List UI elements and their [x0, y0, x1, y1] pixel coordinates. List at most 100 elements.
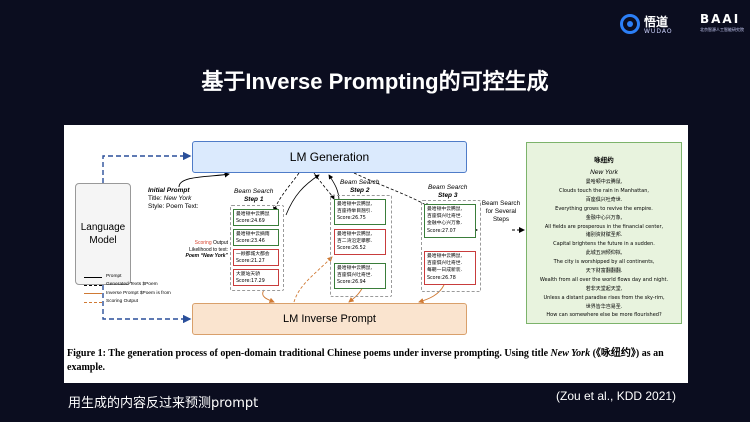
initial-prompt-title-label: Title: — [148, 195, 164, 203]
result-poem-line: Capital brightens the future in a sudden… — [553, 241, 655, 248]
legend-text-generated: Generated Texts $Poem — [106, 282, 158, 288]
legend-line-orange — [84, 293, 102, 295]
step3-to-inverse-arrow — [418, 284, 445, 304]
step3-candidate-2-line3: 每朝一日成新装. — [427, 268, 463, 274]
step2-candidate-2: 曼哈顿中云腾鼠, 百二湾沿定攀那. Score:26.52 — [334, 229, 386, 255]
initial-prompt-style: Style: Poem Text: — [148, 203, 199, 211]
step2-group — [330, 195, 392, 297]
scoring-note-line2: Likelihood to text: — [189, 246, 228, 253]
initial-prompt-heading: Initial Prompt — [148, 187, 190, 194]
caption-title: New York — [550, 348, 591, 359]
step3-candidate-1-line3: 金融中心兴万象. — [427, 221, 463, 227]
step2-candidate-2-score: Score:26.52 — [337, 246, 366, 252]
result-poem-line: 诸别资财赋圣邦. — [585, 232, 623, 239]
baai-logo-sub: 北京智源人工智能研究院 — [700, 27, 744, 32]
step2-label-line1: Beam Search — [340, 179, 380, 186]
result-poem-line: All fields are prosperous in the financi… — [544, 223, 664, 230]
step1-label-line1: Beam Search — [234, 188, 274, 195]
legend-line-orange-dashed — [84, 301, 102, 303]
lm-to-inverse-arrow — [102, 285, 192, 324]
step3-candidate-2: 曼哈顿中云腾鼠, 百座俱兴吐奇世. 每朝一日成新装. Score:26.78 — [424, 251, 476, 285]
scoring-note-rest: Output — [211, 240, 228, 246]
step1-candidate-1-score: Score:24.69 — [236, 219, 265, 225]
legend-item-inverse: Inverse Prompt $Poem is from — [84, 290, 171, 298]
language-model-box: Language Model — [75, 183, 131, 285]
beam-several-steps-label: Beam Search for Several Steps — [481, 200, 521, 224]
caption-prefix: Figure 1: The generation process of open… — [67, 348, 551, 359]
baai-logo-text: BAAI — [700, 12, 741, 26]
step1-candidate-3-text: 一顾都城大都会 — [236, 252, 270, 257]
lm-inverse-prompt-box: LM Inverse Prompt — [192, 303, 467, 335]
step1-to-gen-arrow — [285, 174, 320, 216]
result-poem-box: 咏纽约 New York 曼哈顿中云腾鼠, Clouds touch the r… — [526, 142, 682, 324]
inverse-to-step-arrow — [293, 256, 333, 303]
step3-group — [421, 200, 481, 292]
legend-text-inverse: Inverse Prompt $Poem is from — [106, 290, 171, 296]
prompt-to-generation-arrow — [178, 172, 230, 188]
result-poem-line: 世界皆华岂易圣. — [585, 303, 623, 310]
result-poem-line: 曼哈顿中云腾鼠, — [585, 179, 623, 186]
step3-candidate-1-line2: 百座俱兴吐奇世. — [427, 214, 463, 220]
caption-suffix: (《咏纽约》) as an example. — [67, 348, 664, 373]
step2-candidate-1-line1: 曼哈顿中云腾鼠, — [337, 202, 373, 207]
step1-candidate-2-text: 曼哈顿中云摘雨 — [236, 232, 270, 237]
step2-candidate-1-line2: 百座待举目翘引. — [337, 209, 373, 215]
scoring-note-line3: Poem “New York” — [185, 253, 228, 259]
step3-candidate-2-line1: 曼哈顿中云腾鼠, — [427, 254, 463, 259]
step2-label-line2: Step 2 — [349, 186, 370, 194]
result-poem-line: 此城五洲倾仰拟, — [585, 250, 623, 257]
result-poem-title-cn: 咏纽约 — [594, 156, 614, 164]
step2-candidate-2-line1: 曼哈顿中云腾鼠, — [337, 232, 373, 237]
step1-to-inverse-arrow — [262, 289, 275, 303]
step2-candidate-3: 曼哈顿中云腾鼠, 百座俱兴吐奇世. Score:26.94 — [334, 263, 386, 289]
legend-item-generated: Generated Texts $Poem — [84, 281, 171, 289]
figure-caption: Figure 1: The generation process of open… — [67, 347, 685, 374]
wudao-logo-cn: 悟道 — [644, 15, 669, 29]
lm-generation-box: LM Generation — [192, 141, 467, 173]
result-poem-line: 金融中心兴万象, — [585, 214, 623, 221]
slide-subtitle: 用生成的内容反过来预测prompt — [68, 396, 259, 411]
gen-to-step3-arrow — [353, 172, 430, 208]
gen-to-step1-arrow — [273, 172, 300, 212]
result-poem-line: 百座俱兴吐奇世. — [585, 196, 623, 203]
result-poem-line: How can somewhere else be more flourishe… — [546, 312, 662, 319]
result-poem-line: Unless a distant paradise rises from the… — [543, 294, 665, 301]
result-poem-line: Clouds touch the rain in Manhattan, — [559, 188, 649, 195]
step3-candidate-2-line2: 百座俱兴吐奇世. — [427, 261, 463, 267]
legend-line-dashed — [84, 285, 102, 287]
initial-prompt-title-value: New York — [163, 195, 192, 203]
legend: Prompt Generated Texts $Poem Inverse Pro… — [84, 273, 171, 307]
scoring-note: Scoring Output Likelihood to text: Poem … — [170, 240, 228, 260]
step2-candidate-3-score: Score:26.94 — [337, 280, 366, 286]
step2-to-gen-arrow — [328, 174, 340, 202]
step2-candidate-3-line2: 百座俱兴吐奇世. — [337, 273, 373, 279]
step3-candidate-1: 曼哈顿中云腾鼠, 百座俱兴吐奇世. 金融中心兴万象. Score:27.07 — [424, 204, 476, 238]
step3-label-line1: Beam Search — [428, 184, 468, 191]
lm-to-generation-arrow — [102, 151, 192, 183]
step3-candidate-2-score: Score:26.78 — [427, 275, 456, 281]
result-poem-line: Wealth from all over the world flows day… — [539, 276, 669, 283]
step1-candidate-3-score: Score:21.27 — [236, 259, 265, 265]
result-poem-line: Everything grows to revive the empire. — [555, 205, 653, 212]
step1-label-line2: Step 1 — [243, 195, 264, 203]
step3-candidate-1-score: Score:27.07 — [427, 228, 456, 234]
citation: (Zou et al., KDD 2021) — [556, 389, 677, 403]
legend-text-scoring: Scoring Output — [106, 299, 138, 305]
step1-group — [230, 205, 284, 291]
step2-candidate-1-score: Score:26.75 — [337, 216, 366, 222]
wudao-logo: 悟道 WUDAO — [620, 12, 690, 38]
legend-text-prompt: Prompt — [106, 274, 122, 279]
step3-candidate-1-line1: 曼哈顿中云腾鼠, — [427, 207, 463, 212]
step1-candidate-1: 曼哈顿中云腾鼠 Score:24.69 — [233, 209, 279, 226]
step1-candidate-4-text: 大厦站天骄 — [236, 272, 260, 277]
step1-candidate-2: 曼哈顿中云摘雨 Score:23.46 — [233, 229, 279, 246]
result-poem-line: 天下财富翻翻翻. — [585, 268, 623, 275]
initial-prompt: Initial Prompt Title: New York Style: Po… — [148, 187, 198, 211]
step1-candidate-3: 一顾都城大都会 Score:21.27 — [233, 249, 279, 266]
step3-label-line2: Step 3 — [437, 191, 458, 199]
result-poem-line: 若非天堂起天堂, — [585, 285, 623, 292]
legend-item-scoring: Scoring Output — [84, 298, 171, 306]
result-poem-title-en: New York — [590, 168, 618, 176]
